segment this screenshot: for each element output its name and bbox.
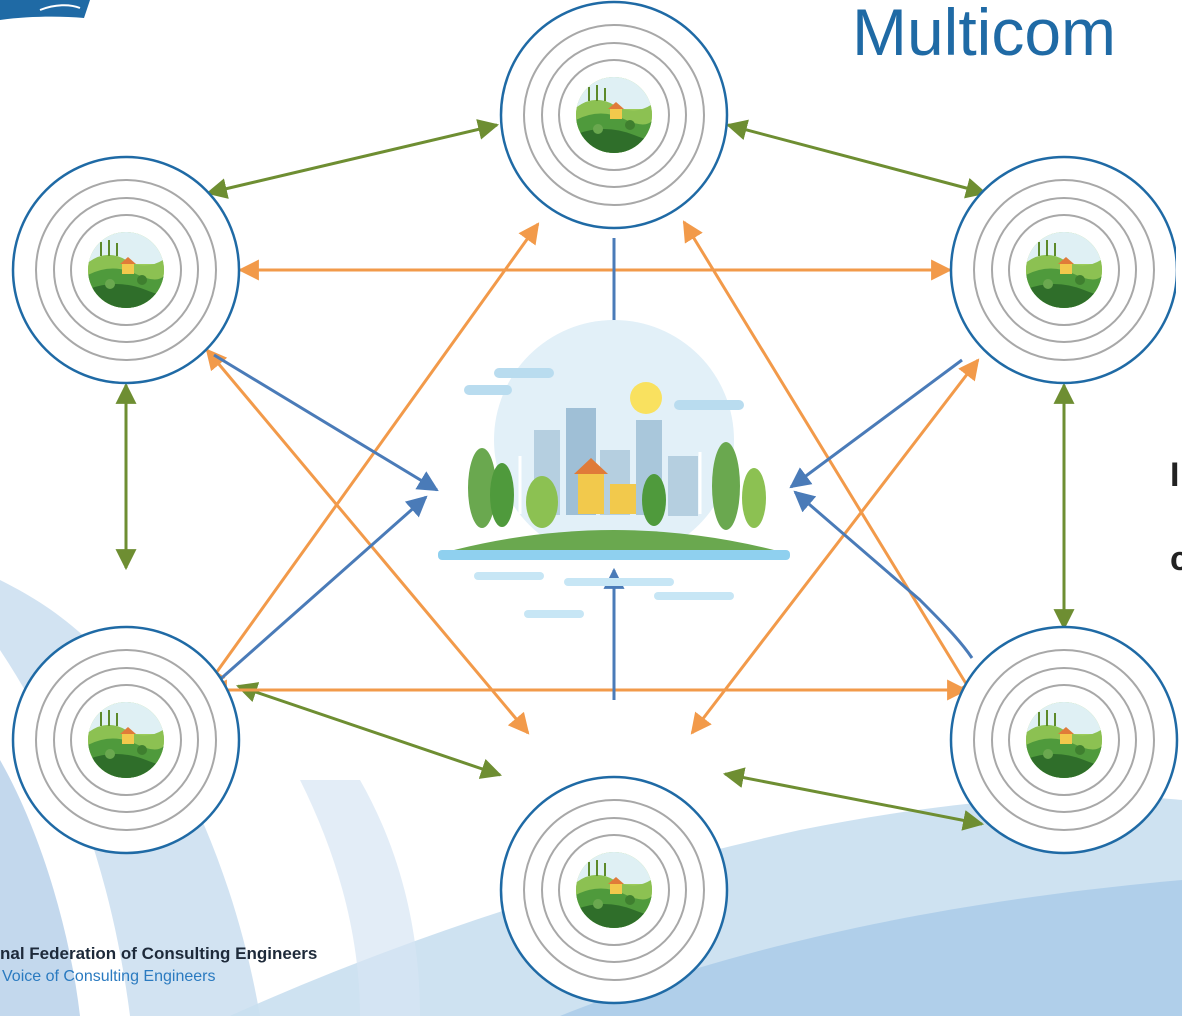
- node-bottom: [499, 775, 729, 1005]
- node-inner-ring: [973, 649, 1155, 831]
- node-inner-ring: [991, 197, 1137, 343]
- link-upper-right-to-center: [789, 358, 963, 489]
- logo-fragment: [0, 0, 90, 20]
- link-lower-left-bottom: [236, 682, 502, 779]
- side-text-fragment-2: c: [1170, 540, 1182, 578]
- link-upper-right-bottom: [690, 358, 980, 735]
- cross-links-orange: [204, 220, 980, 735]
- node-inner-ring: [541, 42, 687, 188]
- link-upper-left-bottom: [205, 348, 530, 735]
- footer-tagline: Voice of Consulting Engineers: [2, 968, 216, 985]
- link-bottom-lower-right: [722, 767, 985, 831]
- to-center-links-blue: [213, 238, 974, 700]
- link-lower-left-to-center: [215, 495, 428, 685]
- node-inner-ring: [523, 799, 705, 981]
- node-upper-right: [949, 155, 1179, 385]
- node-inner-ring: [991, 667, 1137, 813]
- node-lower-left: [11, 625, 241, 855]
- link-upper-left-to-center: [213, 353, 439, 492]
- node-inner-ring: [53, 197, 199, 343]
- link-top-upper-right: [725, 119, 988, 199]
- node-inner-ring: [558, 834, 670, 946]
- node-lower-right: [949, 625, 1179, 855]
- node-inner-ring: [35, 649, 217, 831]
- node-inner-ring: [35, 179, 217, 361]
- node-inner-ring: [558, 59, 670, 171]
- node-inner-ring: [1008, 214, 1120, 326]
- node-inner-ring: [523, 24, 705, 206]
- link-top-upper-left: [205, 119, 500, 199]
- node-top: [499, 0, 729, 230]
- side-text-fragment-1: I: [1170, 456, 1180, 494]
- node-inner-ring: [70, 684, 182, 796]
- node-inner-ring: [1008, 684, 1120, 796]
- center-city: [438, 320, 790, 618]
- footer-organization-name: nal Federation of Consulting Engineers: [0, 944, 318, 963]
- link-lower-right-to-center: [793, 490, 974, 659]
- slide-title: Multicom: [852, 0, 1117, 69]
- right-panel-fragment: [1176, 90, 1182, 520]
- nodes-layer: [11, 0, 1179, 1005]
- node-inner-ring: [70, 214, 182, 326]
- node-inner-ring: [541, 817, 687, 963]
- node-inner-ring: [53, 667, 199, 813]
- node-inner-ring: [973, 179, 1155, 361]
- node-upper-left: [11, 155, 241, 385]
